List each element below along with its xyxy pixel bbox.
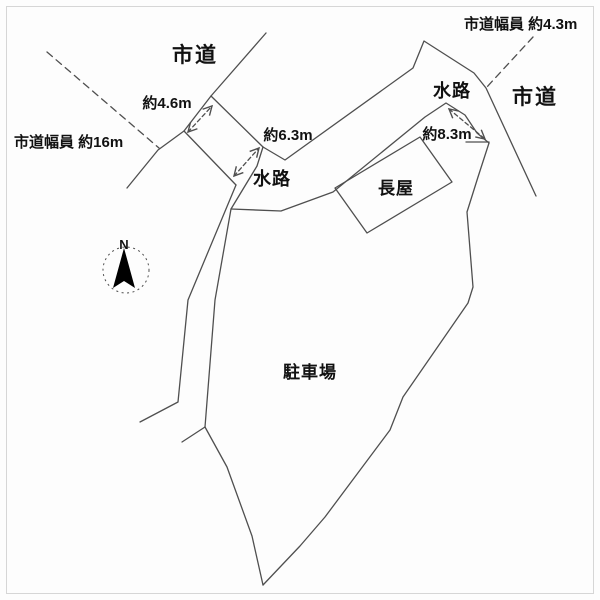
road-width-label-right: 市道幅員 約4.3m xyxy=(464,15,577,33)
parcel-east-boundary xyxy=(262,142,490,586)
dim-label-4-6m: 約4.6m xyxy=(142,94,191,112)
image-frame xyxy=(6,6,594,594)
dim-arrow-4-6m xyxy=(186,104,214,134)
waterway-strip-outlet-segment xyxy=(181,426,206,443)
north-needle-icon xyxy=(113,248,135,288)
parcel-west-boundary xyxy=(204,426,264,586)
waterway-band-inner-edge xyxy=(230,102,490,212)
dim-arrow-6-3m xyxy=(233,146,260,178)
waterway-strip-right-edge xyxy=(204,146,264,428)
waterway-band-outer-and-right-road-edge xyxy=(262,40,537,197)
waterway-label-right: 水路 xyxy=(433,80,471,101)
waterway-label-left: 水路 xyxy=(253,168,291,189)
road-label-left: 市道 xyxy=(172,43,218,67)
waterway-crossing-upper-edge xyxy=(210,95,264,148)
compass-circle xyxy=(102,246,150,294)
waterway-strip-left-edge xyxy=(139,184,237,423)
building-label: 長屋 xyxy=(378,179,414,198)
north-compass: N xyxy=(102,237,150,294)
compass-north-label: N xyxy=(119,237,128,252)
road-width-label-left: 市道幅員 約16m xyxy=(14,133,123,151)
right-road-width-dashed-line xyxy=(485,36,534,89)
waterway-crossing-lower-edge xyxy=(183,130,237,186)
parking-lot-label: 駐車場 xyxy=(283,362,337,382)
building-outline xyxy=(334,136,453,234)
plan-lines xyxy=(46,32,537,586)
left-road-width-dashed-line xyxy=(46,51,160,149)
dim-label-8-3m: 約8.3m xyxy=(422,125,471,143)
dim-label-6-3m: 約6.3m xyxy=(263,126,312,144)
road-label-right: 市道 xyxy=(512,85,558,109)
